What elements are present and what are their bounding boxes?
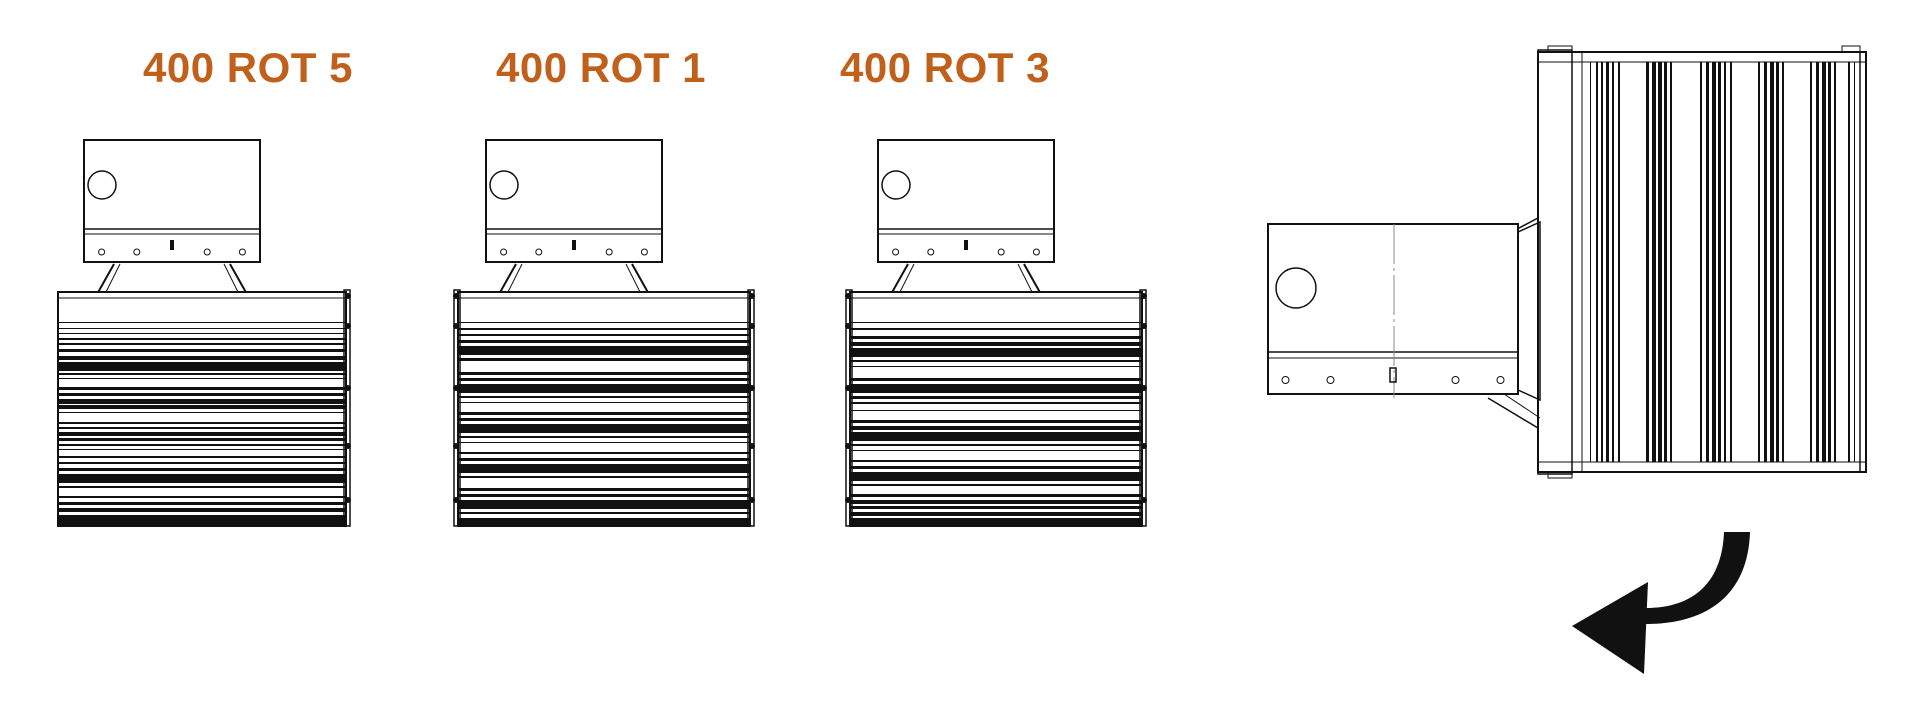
fixture-rot5	[57, 139, 351, 527]
variant-label-rot5: 400 ROT 5	[143, 44, 353, 91]
variant-label-rot1: 400 ROT 1	[496, 44, 706, 91]
fixture-rot3	[845, 139, 1147, 527]
fixture-rot1	[453, 139, 755, 527]
variant-label-rot3: 400 ROT 3	[840, 44, 1050, 91]
top-view-fixture	[1267, 45, 1867, 479]
curved-arrow-left-icon	[1572, 532, 1750, 674]
